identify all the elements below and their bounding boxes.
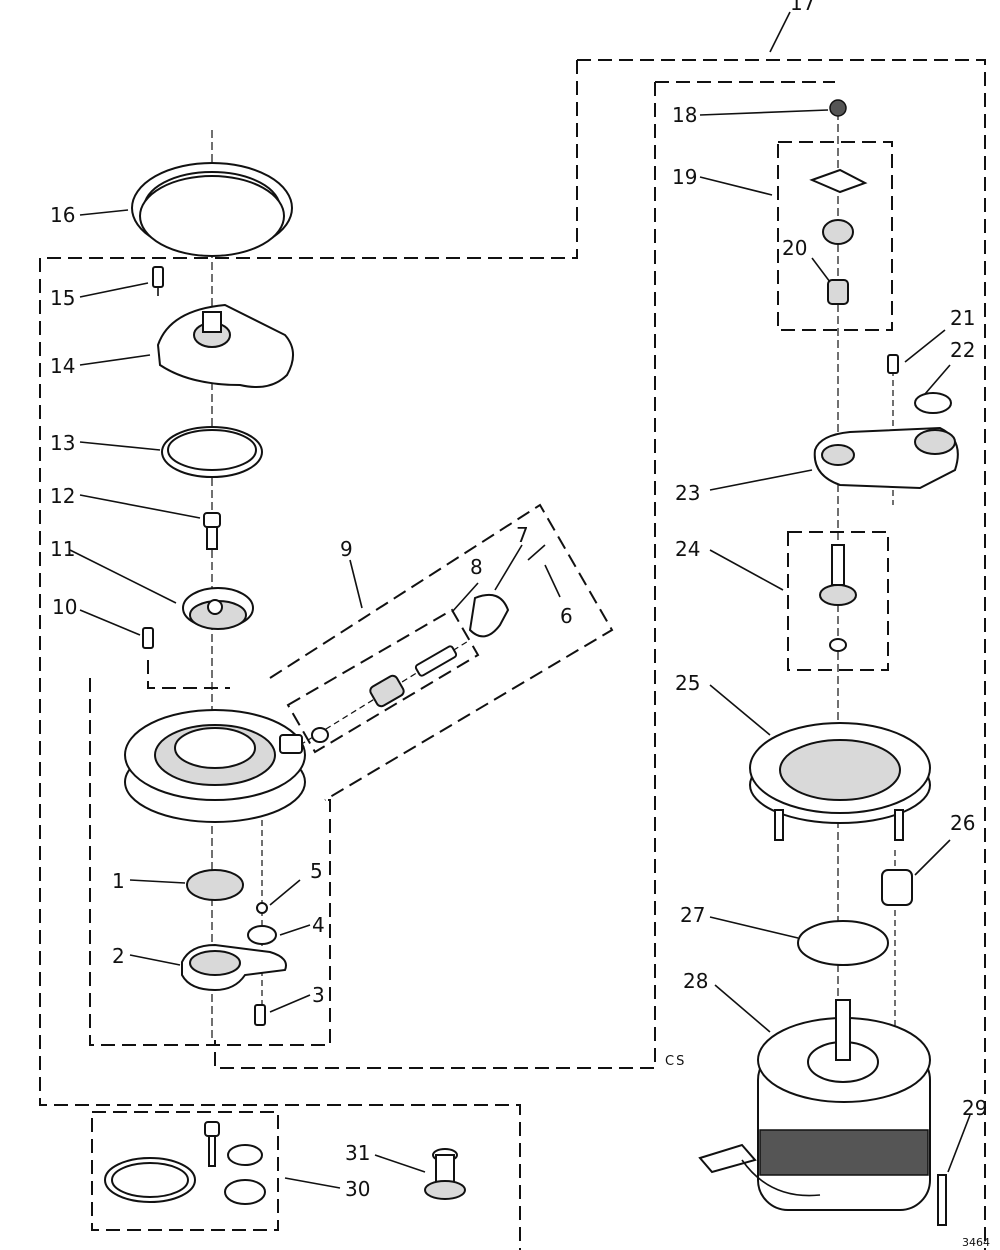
group-outline-main [214, 81, 835, 1069]
callout-24: 24 [675, 537, 700, 561]
part-26-bracket [881, 869, 913, 906]
callout-18: 18 [672, 103, 697, 127]
callout-9: 9 [340, 537, 353, 561]
callout-3: 3 [312, 983, 325, 1007]
callout-7: 7 [516, 523, 529, 547]
callout-26: 26 [950, 811, 975, 835]
callout-23: 23 [675, 481, 700, 505]
part-25-motor-base [749, 722, 931, 841]
part-16-ring [131, 162, 293, 257]
part-10-screw [142, 627, 154, 649]
mark-cs: CS [665, 1054, 686, 1069]
part-19-clutch [809, 168, 868, 245]
part-11-impeller [182, 587, 254, 630]
callout-19: 19 [672, 165, 697, 189]
part-20-bushing [827, 279, 849, 305]
group-outline-19 [777, 141, 893, 331]
group-outline-pump [89, 660, 331, 1046]
callout-14: 14 [50, 354, 75, 378]
callout-13: 13 [50, 431, 75, 455]
callout-16: 16 [50, 203, 75, 227]
callout-20: 20 [782, 236, 807, 260]
part-4-seal [247, 925, 277, 945]
diagram-code: 3464 [962, 1236, 990, 1249]
part-28-motor [698, 999, 931, 1211]
part-21-screw [887, 354, 899, 374]
callout-labels: 16 15 14 13 12 11 10 9 8 7 6 1 2 5 4 3 1… [50, 0, 990, 1249]
part-22-grommet [914, 392, 952, 414]
part-13-seal-ring [161, 426, 263, 478]
callout-30: 30 [345, 1177, 370, 1201]
callout-4: 4 [312, 913, 325, 937]
part-9-valve-assembly [311, 544, 546, 743]
part-1-filter [186, 869, 244, 901]
callout-21: 21 [950, 306, 975, 330]
group-outline-9 [269, 503, 614, 801]
callout-6: 6 [560, 604, 573, 628]
callout-10: 10 [52, 595, 77, 619]
callout-28: 28 [683, 969, 708, 993]
part-pump-housing [124, 709, 306, 823]
part-29-bolt [937, 1174, 947, 1226]
part-18-grommet [829, 99, 847, 117]
callout-29: 29 [962, 1096, 987, 1120]
part-27-disc [797, 920, 889, 966]
leader-lines [69, 11, 971, 1189]
callout-17: 17 [790, 0, 815, 15]
callout-27: 27 [680, 903, 705, 927]
group-outline-8 [286, 608, 480, 754]
part-12-fitting [203, 512, 221, 550]
callout-31: 31 [345, 1141, 370, 1165]
part-24-shaft [819, 544, 857, 652]
callout-8: 8 [470, 555, 483, 579]
part-5-ball [256, 902, 268, 914]
callout-1: 1 [112, 869, 125, 893]
part-3-screw [254, 1004, 266, 1026]
part-15-screw [152, 266, 164, 296]
part-2-bracket [181, 943, 287, 992]
callout-2: 2 [112, 944, 125, 968]
callout-25: 25 [675, 671, 700, 695]
group-outline-30 [91, 1111, 279, 1231]
axis-pump-shaft [299, 639, 471, 746]
part-14-cover [156, 303, 294, 388]
part-30-kit [104, 1121, 266, 1205]
callout-22: 22 [950, 338, 975, 362]
callout-5: 5 [310, 859, 323, 883]
callout-11: 11 [50, 537, 75, 561]
part-23-mount-plate [813, 426, 959, 490]
callout-15: 15 [50, 286, 75, 310]
group-outline-17 [39, 59, 986, 1250]
part-31-fitting [424, 1148, 466, 1200]
callout-12: 12 [50, 484, 75, 508]
